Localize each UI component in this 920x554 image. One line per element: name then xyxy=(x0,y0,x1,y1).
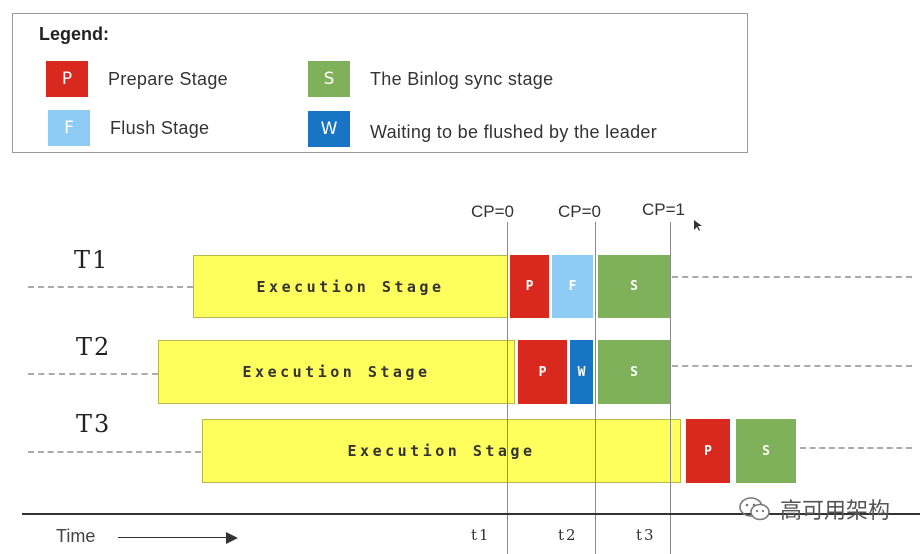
legend-label-wait: Waiting to be flushed by the leader xyxy=(370,121,658,142)
t2-wait-block: W xyxy=(570,340,593,404)
row-dash-t2-right xyxy=(672,365,912,367)
legend-item-flush: F Flush Stage xyxy=(48,110,209,146)
row-dash-t1-left xyxy=(28,286,193,288)
legend-label-sync: The Binlog sync stage xyxy=(370,68,554,89)
checkpoint-label-3: CP=1 xyxy=(642,200,685,219)
row-dash-t3-left xyxy=(28,451,201,453)
time-axis-label: Time xyxy=(56,526,96,546)
t2-prepare-block: P xyxy=(518,340,567,404)
time-arrow-head-icon xyxy=(226,532,238,544)
legend-item-wait: W Waiting to be flushed by the leader xyxy=(308,111,657,147)
time-axis xyxy=(22,513,920,515)
legend-box: Legend: P Prepare Stage F Flush Stage S … xyxy=(12,13,748,153)
checkpoint-line-1 xyxy=(507,222,508,554)
legend-item-prepare: P Prepare Stage xyxy=(46,61,228,97)
checkpoint-label-1: CP=0 xyxy=(471,202,514,221)
checkpoint-line-3 xyxy=(670,222,671,554)
row-dash-t3-right xyxy=(800,447,912,449)
legend-swatch-prepare: P xyxy=(46,61,88,97)
t3-sync-block: S xyxy=(736,419,796,483)
t2-sync-block: S xyxy=(598,340,670,404)
mouse-cursor-icon xyxy=(694,220,702,231)
legend-swatch-flush: F xyxy=(48,110,90,146)
row-dash-t2-left xyxy=(28,373,158,375)
t1-flush-block: F xyxy=(552,255,593,318)
legend-label-flush: Flush Stage xyxy=(110,117,210,138)
watermark: 高可用架构 xyxy=(738,493,890,525)
t1-prepare-block: P xyxy=(510,255,549,318)
wechat-icon xyxy=(739,497,770,521)
legend-label-prepare: Prepare Stage xyxy=(108,68,228,89)
checkpoint-label-2: CP=0 xyxy=(558,202,601,221)
legend-swatch-sync: S xyxy=(308,61,350,97)
time-arrow-line xyxy=(118,537,228,538)
checkpoint-line-2 xyxy=(595,222,596,554)
t1-sync-block: S xyxy=(598,255,670,318)
t1-execution-bar: Execution Stage xyxy=(193,255,508,318)
watermark-text: 高可用架构 xyxy=(779,499,890,524)
row-dash-t1-right xyxy=(672,276,912,278)
row-label-t3: T3 xyxy=(76,410,112,438)
t3-prepare-block: P xyxy=(686,419,730,483)
time-tick-t3: t3 xyxy=(636,526,656,544)
time-tick-t2: t2 xyxy=(558,526,578,544)
t2-execution-bar: Execution Stage xyxy=(158,340,515,404)
row-label-t1: T1 xyxy=(74,246,110,274)
legend-title: Legend: xyxy=(39,24,109,44)
legend-item-sync: S The Binlog sync stage xyxy=(308,61,553,97)
row-label-t2: T2 xyxy=(76,333,112,361)
time-tick-t1: t1 xyxy=(471,526,491,544)
legend-swatch-wait: W xyxy=(308,111,350,147)
t3-execution-bar: Execution Stage xyxy=(202,419,681,483)
